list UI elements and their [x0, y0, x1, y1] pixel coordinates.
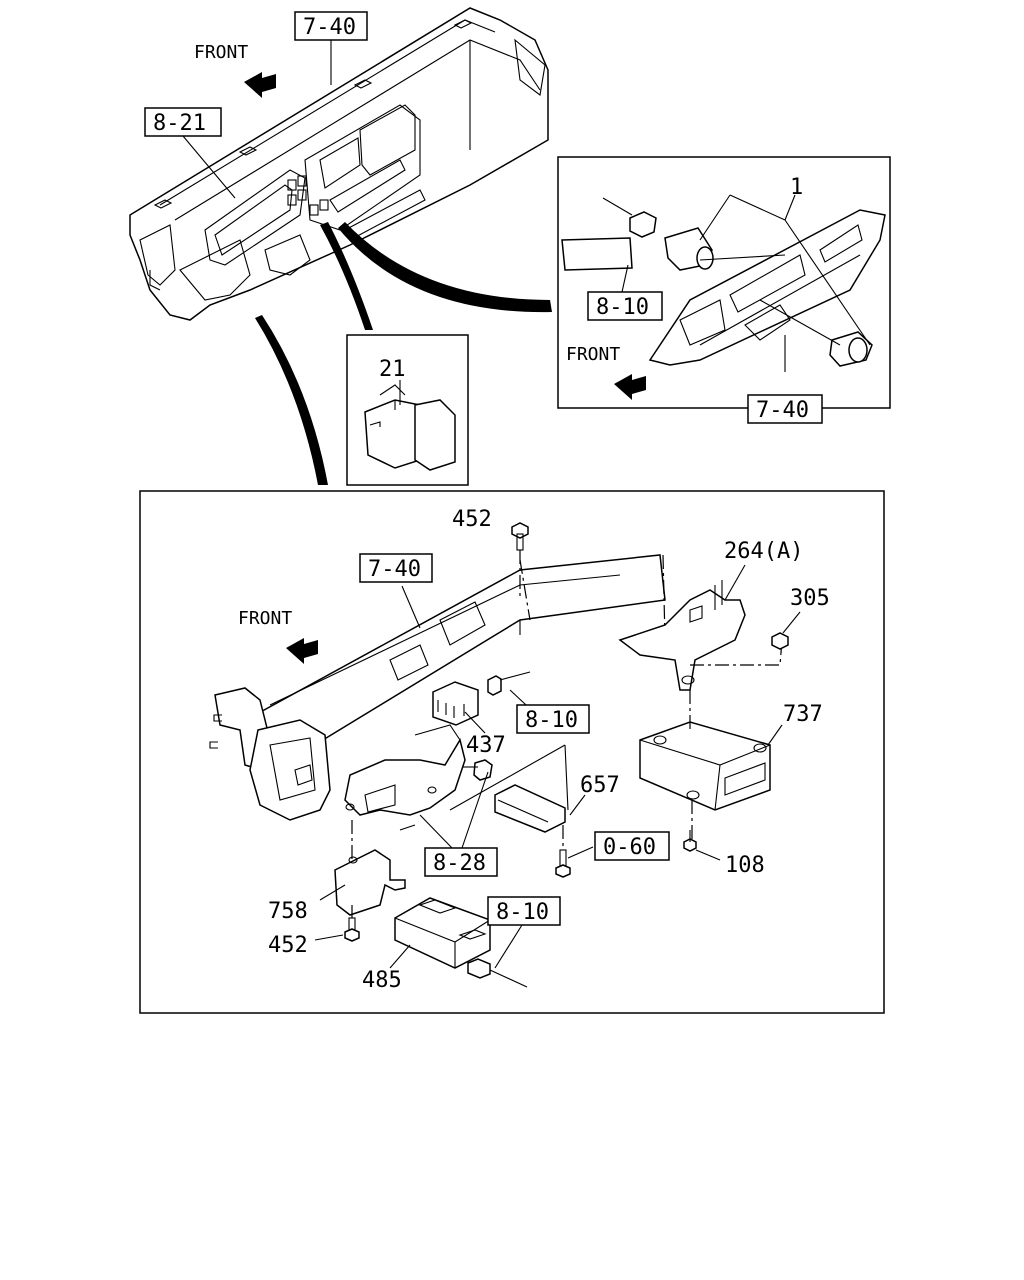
- label-part-21: 21: [379, 357, 406, 382]
- ref-box-7-40-inset: 7-40: [747, 394, 823, 424]
- front-arrow-icon: [614, 374, 646, 400]
- front-arrow-top: FRONT: [194, 42, 276, 98]
- front-label-main: FRONT: [238, 608, 292, 629]
- svg-text:0-60: 0-60: [603, 835, 656, 860]
- label-part-305: 305: [790, 586, 830, 611]
- svg-text:7-40: 7-40: [303, 15, 356, 40]
- dashboard-assembly: [129, 7, 549, 321]
- front-arrow-inset: FRONT: [566, 344, 646, 400]
- label-part-737: 737: [783, 702, 823, 727]
- ref-box-0-60: 0-60: [594, 831, 670, 861]
- ref-box-8-10-inset: 8-10: [587, 291, 663, 321]
- label-part-452-bottom: 452: [268, 933, 308, 958]
- label-part-108: 108: [725, 853, 765, 878]
- svg-text:8-10: 8-10: [525, 708, 578, 733]
- ref-box-8-10-bottom: 8-10: [487, 896, 561, 926]
- inset-part-1: [557, 156, 891, 409]
- ref-box-8-10-main: 8-10: [516, 704, 590, 734]
- svg-text:8-28: 8-28: [433, 851, 486, 876]
- front-arrow-main: FRONT: [238, 608, 318, 664]
- label-part-657: 657: [580, 773, 620, 798]
- leader-curve-to-switch: [320, 222, 373, 330]
- svg-text:7-40: 7-40: [756, 398, 809, 423]
- ref-box-8-28: 8-28: [424, 847, 498, 877]
- label-part-264a: 264(A): [724, 539, 803, 564]
- ref-box-7-40-main: 7-40: [359, 553, 433, 583]
- ref-box-8-21: 8-21: [144, 107, 236, 199]
- label-part-437: 437: [466, 733, 506, 758]
- svg-text:8-10: 8-10: [496, 900, 549, 925]
- label-part-485: 485: [362, 968, 402, 993]
- label-part-1: 1: [790, 175, 803, 200]
- svg-text:8-10: 8-10: [596, 295, 649, 320]
- svg-text:8-21: 8-21: [153, 111, 206, 136]
- main-detail-box: [139, 490, 885, 1014]
- svg-text:7-40: 7-40: [368, 557, 421, 582]
- label-part-758: 758: [268, 899, 308, 924]
- label-part-452-top: 452: [452, 507, 492, 532]
- leader-curve-to-inset: [338, 222, 552, 313]
- front-arrow-icon: [244, 72, 276, 98]
- leader-curve-to-main: [255, 315, 328, 485]
- front-label-inset: FRONT: [566, 344, 620, 365]
- front-label-top: FRONT: [194, 42, 248, 63]
- ref-box-7-40-top: 7-40: [294, 11, 368, 85]
- switch-21-box: [346, 334, 469, 486]
- front-arrow-icon: [286, 638, 318, 664]
